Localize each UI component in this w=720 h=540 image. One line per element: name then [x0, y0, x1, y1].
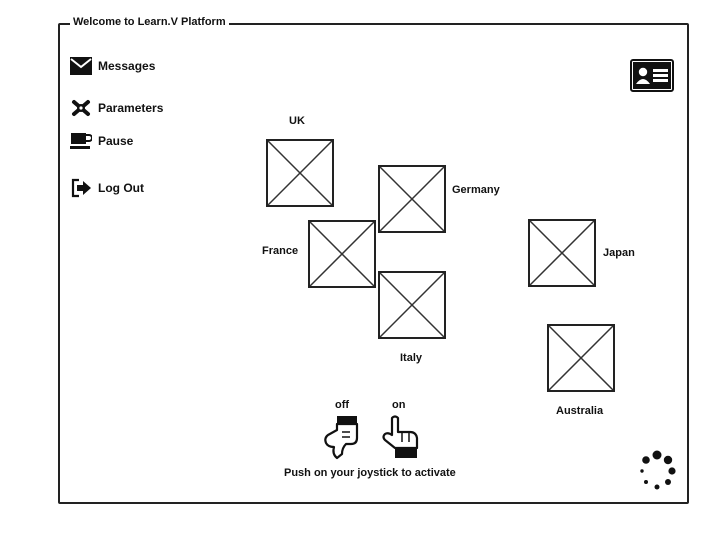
- sidebar-item-label: Log Out: [98, 181, 144, 195]
- image-placeholder-icon: [530, 221, 594, 285]
- image-placeholder-icon: [268, 141, 332, 205]
- hand-pointing-down-icon: [322, 416, 360, 464]
- toggle-on-label: on: [392, 399, 406, 411]
- hand-pointing-up-icon: [380, 415, 422, 464]
- country-label-italy: Italy: [400, 352, 423, 364]
- sidebar-item-parameters[interactable]: Parameters: [70, 98, 163, 118]
- loading-spinner-icon: [636, 450, 678, 497]
- country-image-australia[interactable]: [547, 324, 615, 392]
- toggle-off-label: off: [335, 399, 350, 411]
- country-image-germany[interactable]: [378, 165, 446, 233]
- toggle-on-button[interactable]: [380, 414, 422, 465]
- sidebar-item-messages[interactable]: Messages: [70, 57, 155, 75]
- image-placeholder-icon: [549, 326, 613, 390]
- sidebar-item-label: Parameters: [98, 101, 164, 115]
- country-image-france[interactable]: [308, 220, 376, 288]
- image-placeholder-icon: [380, 273, 444, 337]
- country-image-italy[interactable]: [378, 271, 446, 339]
- id-card-icon[interactable]: [630, 59, 674, 97]
- sidebar-item-log-out[interactable]: Log Out: [70, 178, 144, 198]
- main-frame: [58, 23, 689, 504]
- toggle-off-button[interactable]: [322, 414, 360, 465]
- image-placeholder-icon: [310, 222, 374, 286]
- country-image-japan[interactable]: [528, 219, 596, 287]
- envelope-icon: [70, 57, 92, 75]
- sidebar-item-label: Messages: [98, 59, 156, 73]
- country-label-germany: Germany: [452, 184, 500, 196]
- sidebar-item-pause[interactable]: Pause: [70, 131, 133, 151]
- country-image-uk[interactable]: [266, 139, 334, 207]
- logout-icon: [70, 178, 92, 198]
- image-placeholder-icon: [380, 167, 444, 231]
- country-label-france: France: [262, 245, 299, 257]
- country-label-japan: Japan: [603, 247, 635, 259]
- sidebar-item-label: Pause: [98, 134, 134, 148]
- settings-icon: [70, 98, 92, 118]
- country-label-australia: Australia: [556, 405, 604, 417]
- country-label-uk: UK: [289, 115, 305, 127]
- window-title: Welcome to Learn.V Platform: [70, 15, 229, 29]
- coffee-icon: [70, 131, 92, 151]
- joystick-instruction: Push on your joystick to activate: [284, 467, 456, 479]
